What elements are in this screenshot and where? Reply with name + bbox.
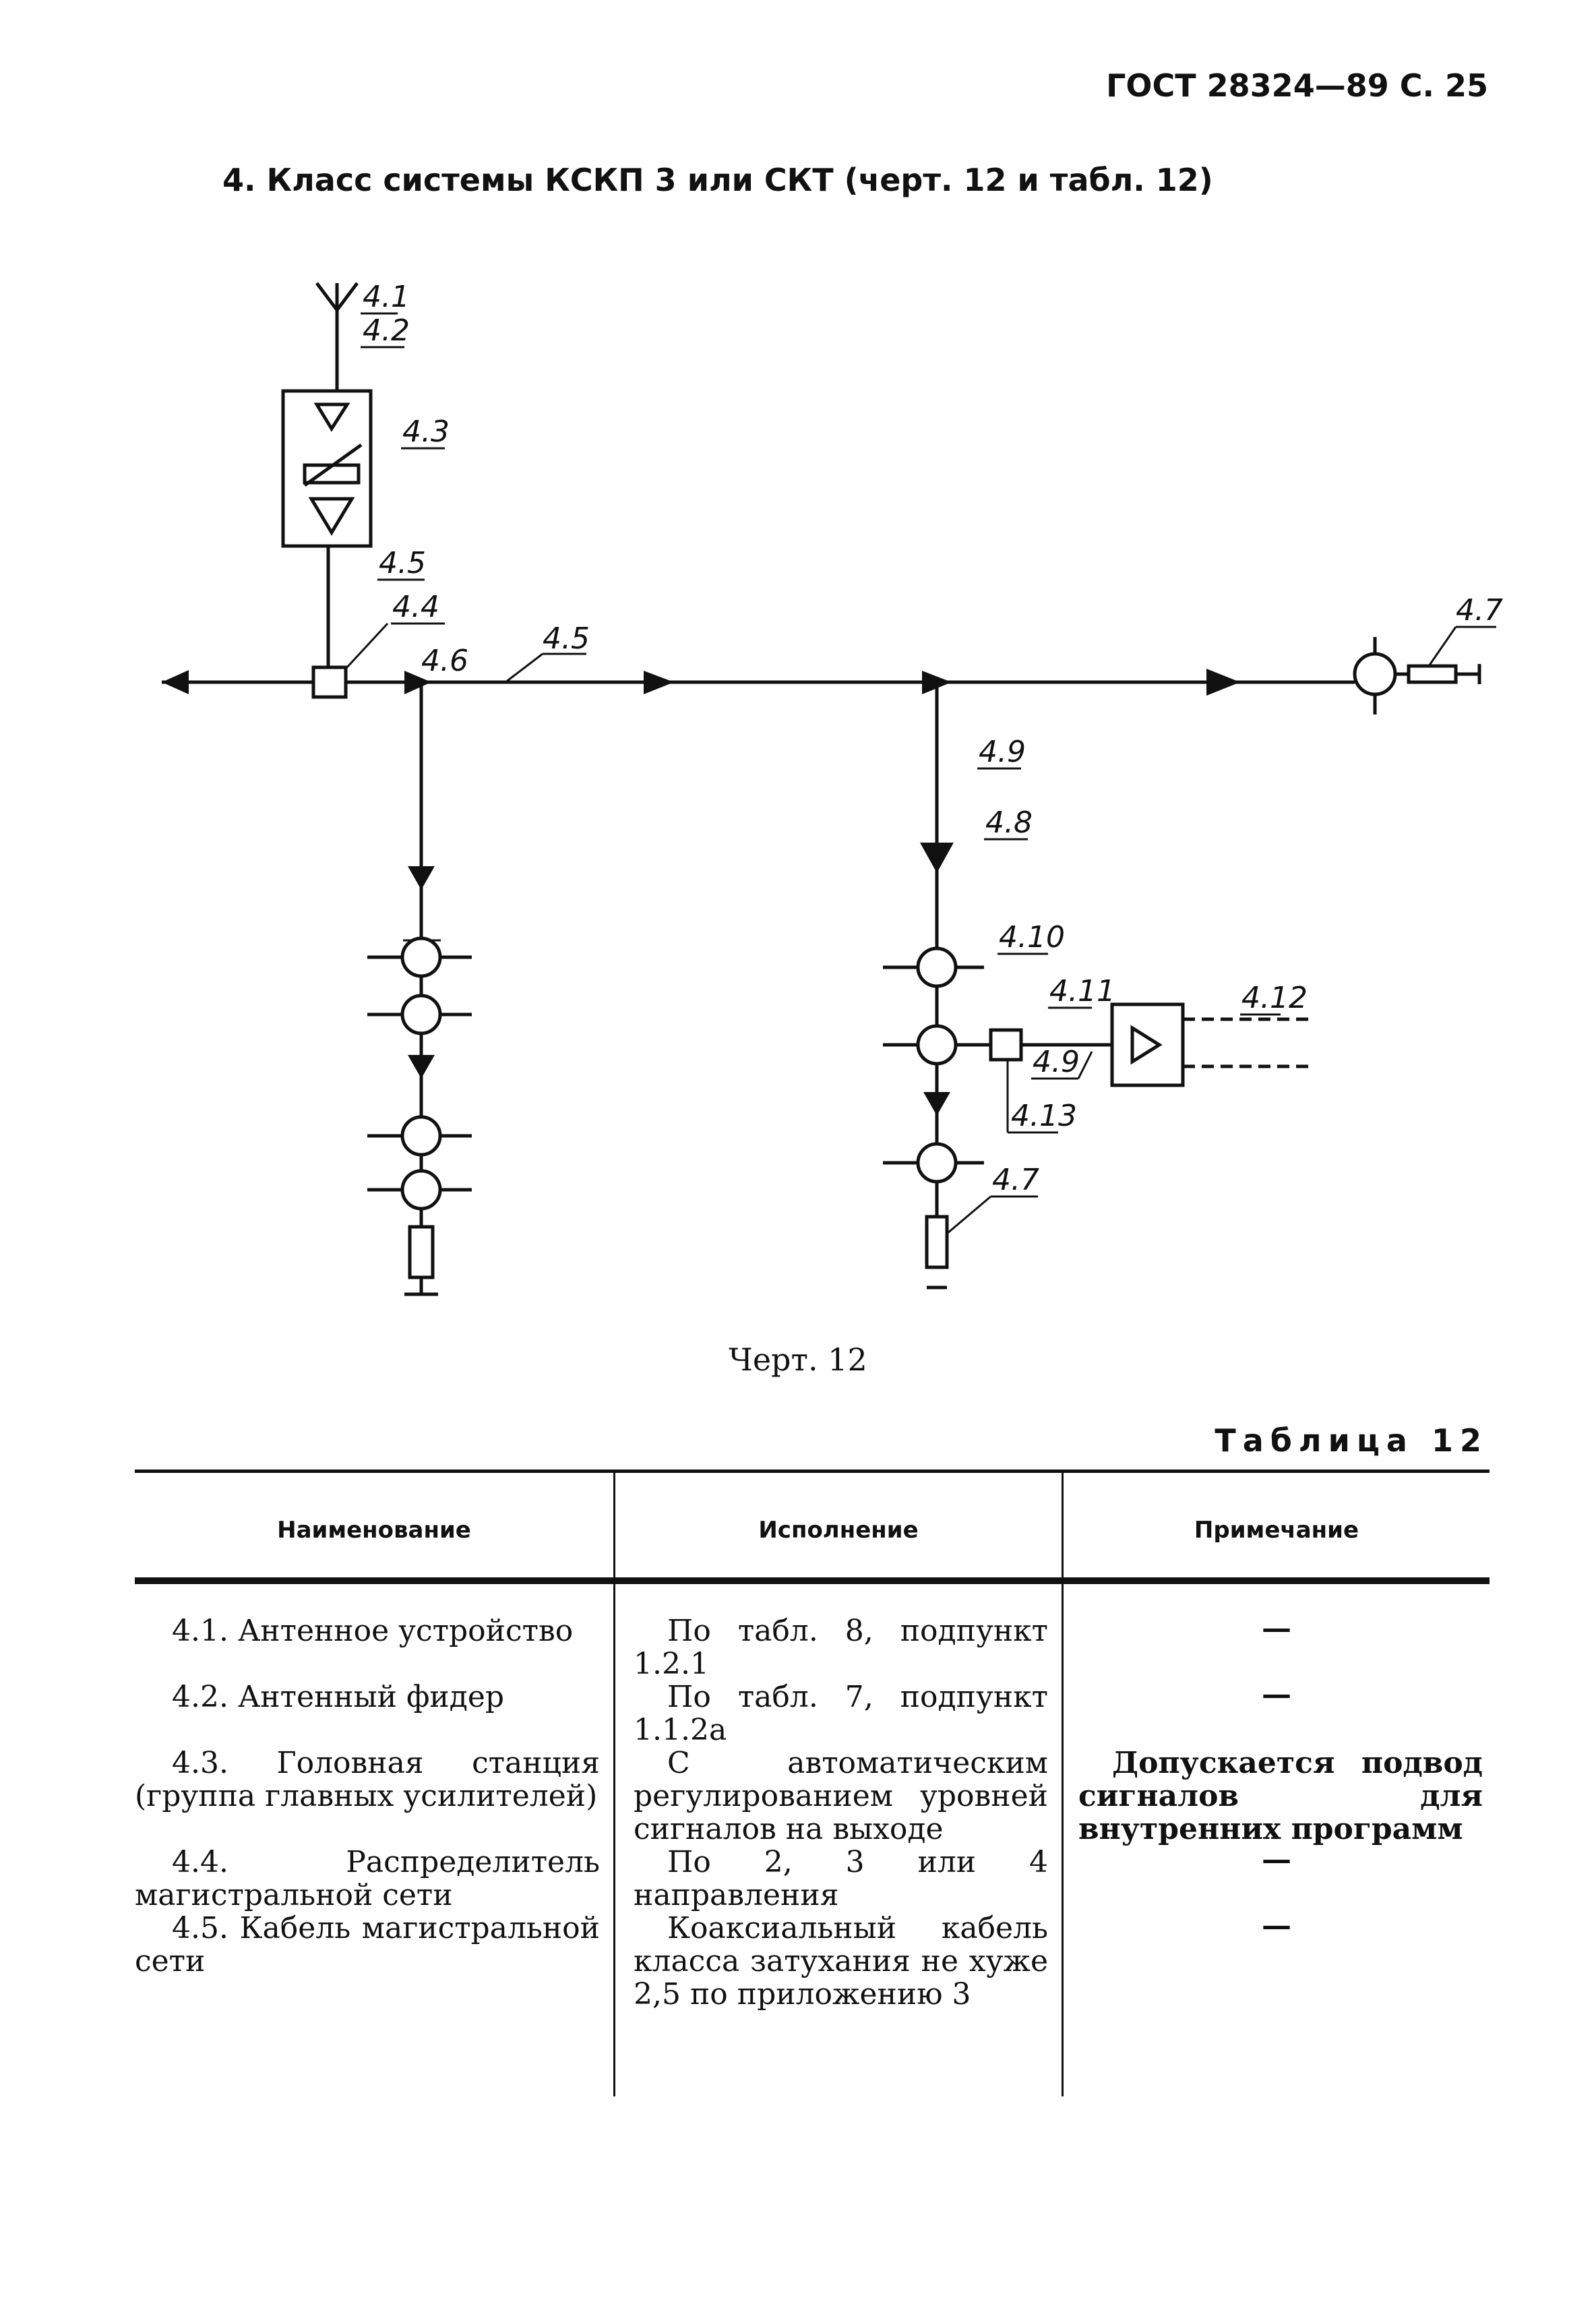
header-note: Примечание [1194, 1517, 1359, 1544]
label-4-5-trunk: 4.5 [543, 622, 590, 656]
table-rule-header [135, 1577, 1490, 1584]
left-outlet-4 [400, 1169, 442, 1211]
row2-note: — [1262, 1677, 1291, 1712]
row4-exec: По 2, 3 или 4 направления [634, 1845, 1048, 1912]
trunk-arrow-2 [922, 671, 952, 694]
row1-exec: По табл. 8, подпункт 1.2.1 [634, 1614, 1048, 1681]
header-execution: Исполнение [758, 1517, 919, 1544]
row3-name: 4.3. Головная станция (группа главных ус… [135, 1746, 600, 1813]
row4-note: — [1262, 1842, 1291, 1877]
row5-exec: Коаксиальный кабель класса затухания не … [634, 1911, 1048, 2011]
local-amplifier-triangle [1130, 1025, 1163, 1065]
row2-name: 4.2. Антенный фидер [172, 1680, 505, 1714]
left-outlet-1 [400, 936, 442, 978]
section-title: 4. Класс системы КСКП 3 или СКТ (черт. 1… [222, 162, 1213, 198]
row5-name: 4.5. Кабель магистральной сети [135, 1911, 600, 1978]
local-amplifier-box [1110, 1002, 1185, 1087]
distributor-square [311, 665, 348, 699]
label-4-7-trunk: 4.7 [1456, 593, 1503, 628]
right-outlet-2 [916, 1024, 958, 1066]
row5-note: — [1262, 1908, 1291, 1943]
table-caption: Таблица 12 [1215, 1422, 1488, 1459]
left-terminator [408, 1225, 435, 1279]
left-outlet-3 [400, 1115, 442, 1157]
trunk-terminator [1407, 664, 1458, 684]
row2-exec: По табл. 7, подпункт 1.1.2а [634, 1680, 1048, 1747]
amplifier-triangle [308, 497, 355, 536]
input-triangle [313, 402, 350, 432]
row1-name: 4.1. Антенное устройство [172, 1614, 574, 1648]
right-arrow-1 [920, 843, 954, 873]
label-4-9-branch: 4.9 [979, 735, 1026, 769]
trunk-end-outlet [1353, 652, 1397, 696]
label-4-4: 4.4 [392, 590, 439, 624]
left-arrow-2 [408, 1055, 435, 1079]
spec-table: Наименование Исполнение Примечание 4.1. … [135, 1470, 1490, 2144]
left-arrow-1 [408, 866, 435, 890]
right-outlet-3 [916, 1142, 958, 1184]
label-4-10: 4.10 [999, 920, 1065, 955]
row3-note: Допускается подвод сигналов для внутренн… [1078, 1746, 1483, 1846]
label-4-6: 4.6 [421, 644, 468, 678]
trunk-arrow-tap [404, 671, 431, 694]
header-name: Наименование [277, 1517, 471, 1544]
label-4-9-local: 4.9 [1033, 1045, 1080, 1079]
trunk-arrow-1 [644, 671, 674, 694]
right-arrow-2 [923, 1092, 950, 1116]
splitter-square [989, 1028, 1023, 1062]
block-diagram: 4.1 4.2 4.3 4.5 4.4 4.6 4.5 4.7 4.9 4.8 … [162, 280, 1503, 1296]
label-4-8: 4.8 [985, 806, 1033, 840]
left-outlet-2 [400, 994, 442, 1035]
label-4-7-branch: 4.7 [992, 1163, 1039, 1197]
row4-name: 4.4. Распределитель магистральной сети [135, 1845, 600, 1912]
regulator-element [303, 463, 361, 485]
trunk-arrow-3 [1206, 669, 1240, 696]
right-outlet-1 [916, 946, 958, 988]
label-4-2: 4.2 [363, 313, 410, 348]
right-terminator [925, 1215, 949, 1269]
antenna-arm-left [315, 282, 338, 311]
antenna-arm-right [336, 282, 359, 311]
column-divider-1 [613, 1470, 615, 2096]
row1-note: — [1262, 1611, 1291, 1645]
page-header: ГОСТ 28324—89 С. 25 [1106, 67, 1488, 104]
label-4-12: 4.12 [1241, 981, 1308, 1015]
label-4-13: 4.13 [1011, 1099, 1077, 1133]
figure-caption: Черт. 12 [729, 1341, 867, 1378]
label-4-11: 4.11 [1049, 974, 1115, 1008]
label-4-5-top: 4.5 [379, 546, 426, 580]
column-divider-2 [1062, 1470, 1064, 2096]
label-4-1: 4.1 [363, 280, 410, 314]
label-4-3: 4.3 [402, 415, 450, 449]
trunk-arrow-left [162, 670, 189, 694]
table-rule-top [135, 1470, 1490, 1473]
row3-exec: С автоматическим регулированием уровней … [634, 1746, 1048, 1846]
